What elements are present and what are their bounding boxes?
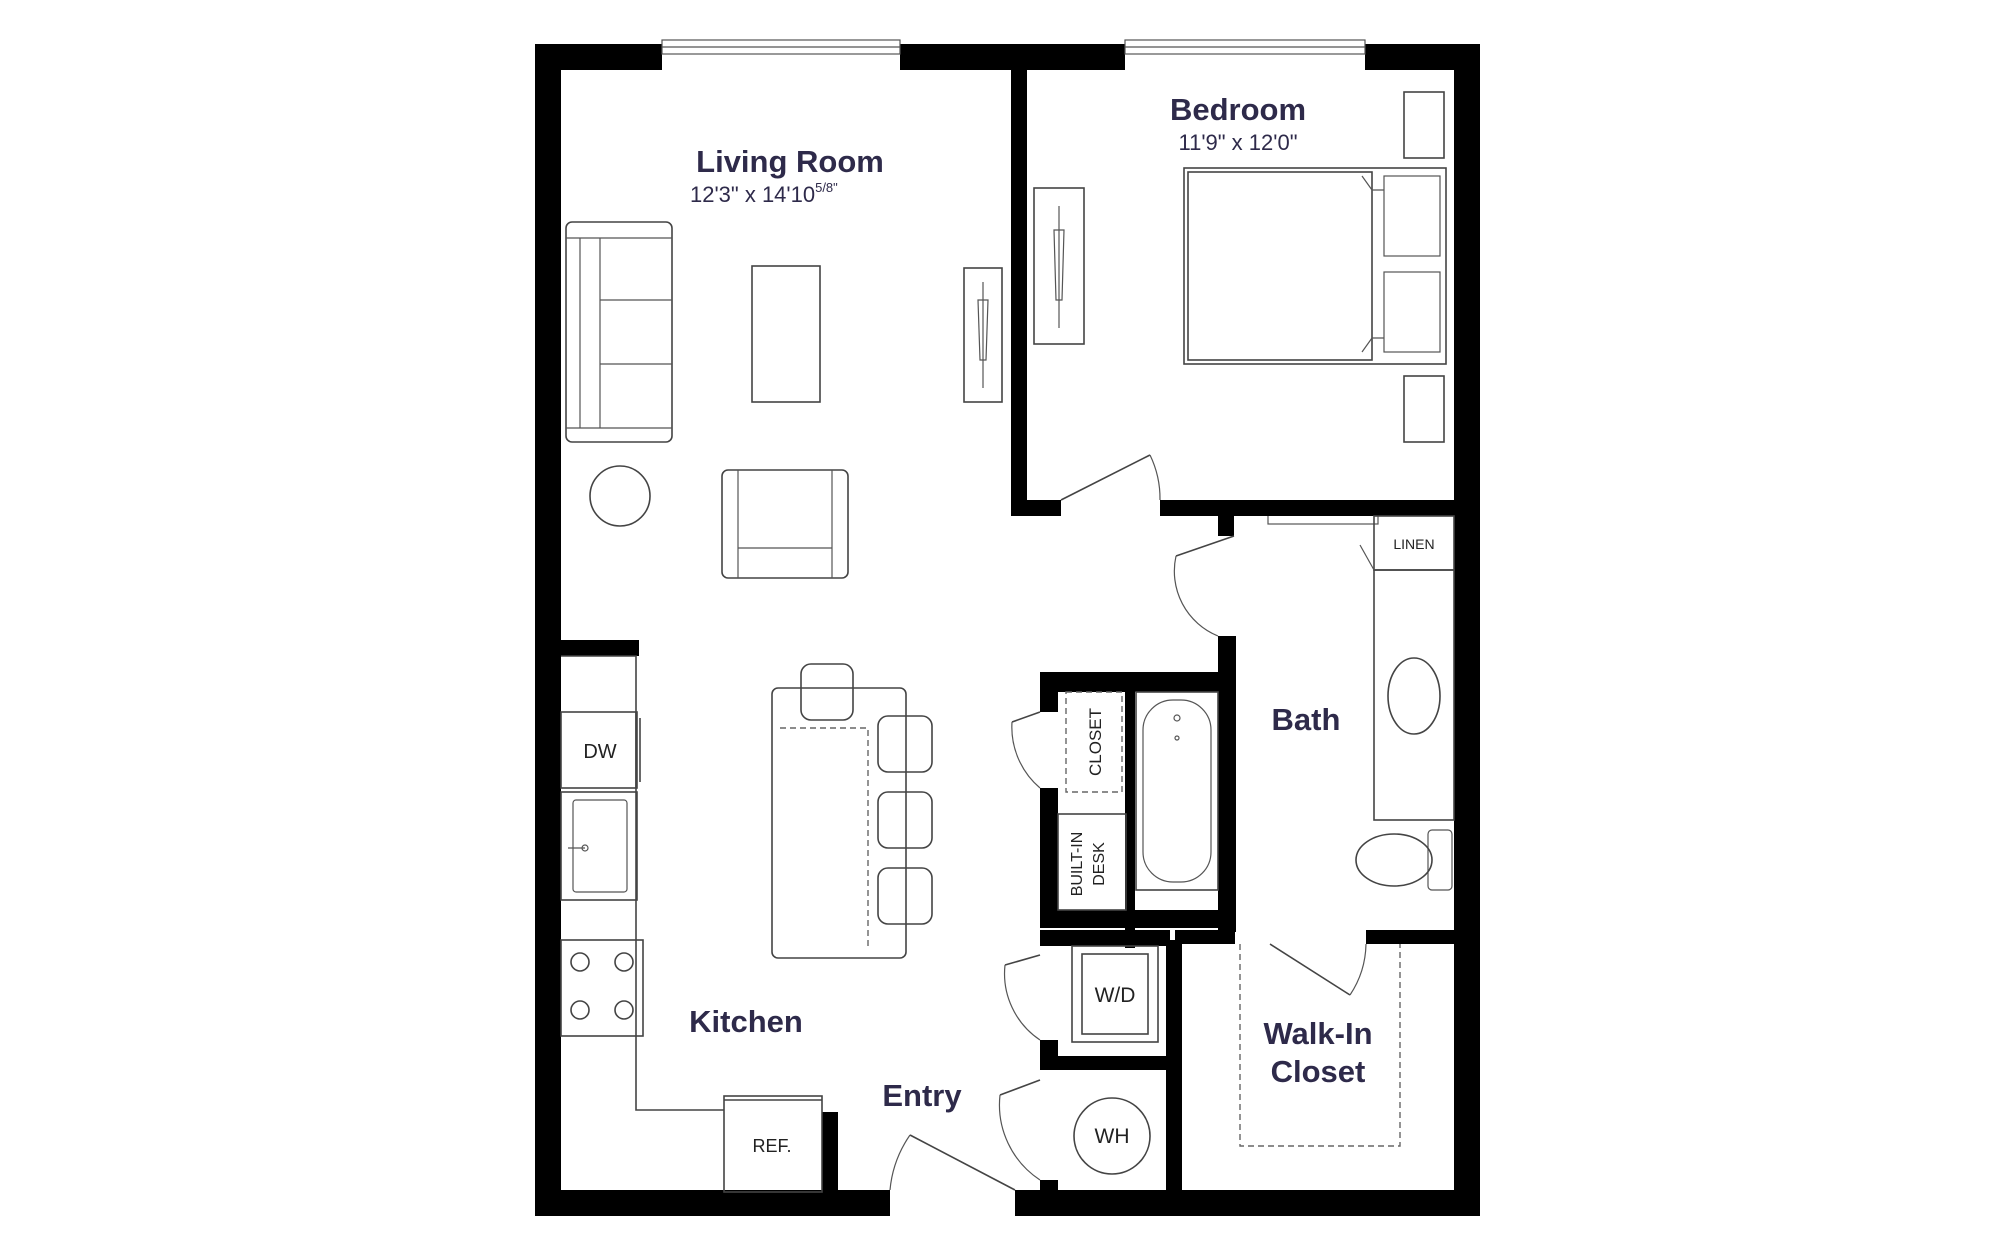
doors [889, 454, 1367, 1191]
bedroom-furniture [1033, 91, 1447, 443]
wh-label: WH [1095, 1125, 1130, 1148]
living-room-dim: 12'3" x 14'105/8" [690, 180, 838, 207]
living-room-label: Living Room [696, 144, 884, 179]
exterior-walls [535, 44, 1480, 1216]
kitchen-fixtures [560, 655, 933, 1193]
entry-label: Entry [882, 1078, 962, 1113]
walk-in-closet-label-line1: Walk-In [1263, 1016, 1372, 1051]
bedroom-dim: 11'9" x 12'0" [1178, 130, 1297, 155]
bath-fixtures [1135, 515, 1455, 891]
living-furniture [565, 221, 1003, 579]
ref-label: REF. [752, 1136, 791, 1156]
built-in-desk-label-line1: BUILT-IN [1069, 832, 1086, 897]
closet-fixtures [1057, 691, 1401, 1175]
closet-label: CLOSET [1086, 708, 1105, 776]
kitchen-label: Kitchen [689, 1004, 803, 1039]
interior-walls [561, 70, 1480, 1216]
windows [661, 39, 1379, 525]
bedroom-label: Bedroom [1170, 92, 1306, 127]
built-in-desk-label-line2: DESK [1091, 842, 1108, 886]
fixture-labels: DW REF. W/D WH LINEN CLOSET BUILT-IN DES… [583, 536, 1434, 1156]
wd-label: W/D [1095, 984, 1136, 1007]
walk-in-closet-label-line2: Closet [1271, 1054, 1366, 1089]
living-room-dim-sup: 5/8" [815, 180, 838, 195]
dw-label: DW [583, 741, 616, 763]
bath-label: Bath [1272, 702, 1341, 737]
linen-label: LINEN [1393, 536, 1434, 552]
room-labels: Living Room 12'3" x 14'105/8" Bedroom 11… [689, 92, 1372, 1113]
